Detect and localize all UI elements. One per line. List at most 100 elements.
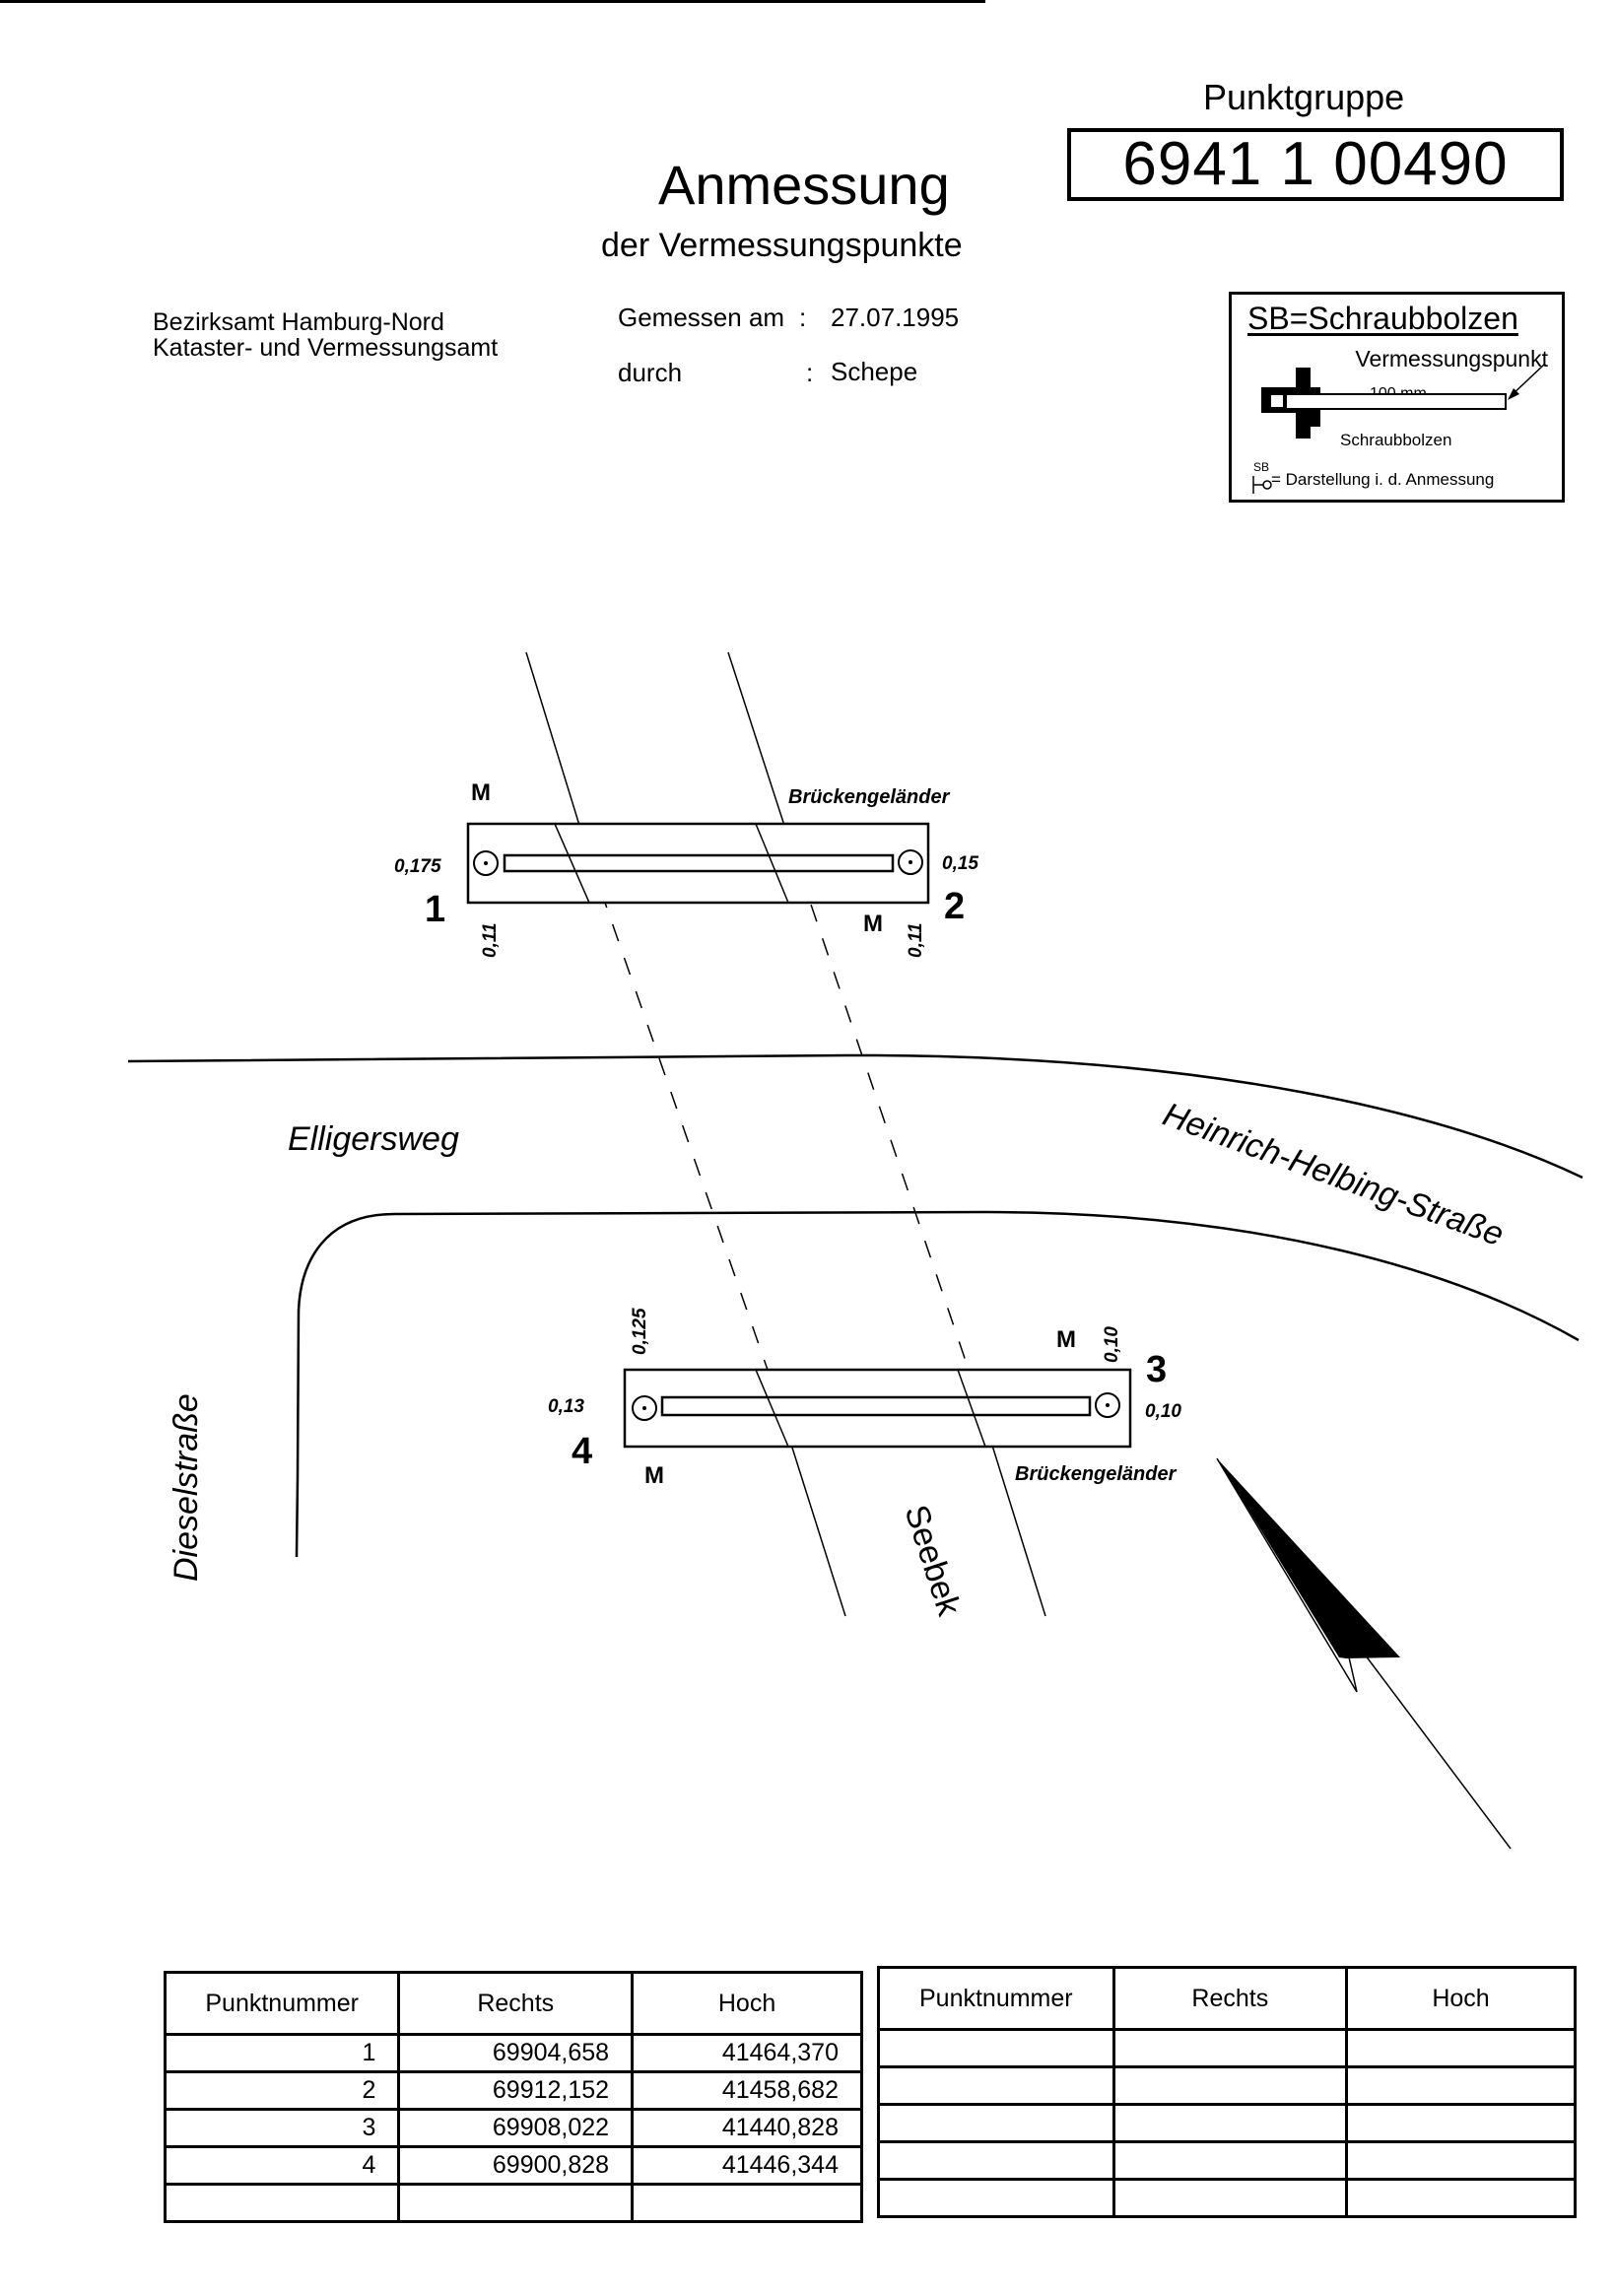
rechts-cell — [1111, 2140, 1349, 2181]
survey-point-2-icon — [898, 849, 923, 875]
column-header: Punktnummer — [877, 1966, 1115, 2031]
column-header: Rechts — [1111, 1966, 1349, 2031]
railing-line — [787, 837, 971, 1374]
hoch-cell: 41464,370 — [631, 2033, 863, 2073]
bridge-south — [623, 1368, 1132, 1449]
separator: : — [799, 303, 807, 332]
measured-on-label: Gemessen am — [618, 303, 785, 332]
hoch-cell — [631, 2183, 863, 2223]
point-number-cell: 4 — [163, 2145, 401, 2186]
stream-seebek: Seebek — [897, 1501, 968, 1621]
marker-m: M — [644, 1462, 664, 1489]
rechts-cell: 69912,152 — [397, 2070, 635, 2111]
point-number-cell — [877, 2140, 1115, 2181]
street-edge-elligersweg-north — [127, 1053, 1583, 1180]
page-title: Anmessung — [658, 154, 950, 216]
rechts-cell — [397, 2183, 635, 2223]
point-3-offset-above: 0,10 — [1102, 1326, 1122, 1363]
legend-point-label: Vermessungspunkt — [1355, 346, 1548, 371]
rechts-cell — [1111, 2103, 1349, 2143]
street-heinrich-helbing: Heinrich-Helbing-Straße — [1158, 1096, 1509, 1253]
table-row — [877, 2140, 1577, 2181]
point-3-offset: 0,10 — [1145, 1401, 1181, 1422]
hoch-cell: 41458,682 — [631, 2070, 863, 2111]
survey-point-1-icon — [473, 850, 499, 876]
table-row — [877, 2028, 1577, 2068]
table-row — [877, 2103, 1577, 2143]
hoch-cell — [1345, 2065, 1577, 2106]
marker-m: M — [863, 911, 883, 937]
point-number-cell — [877, 2065, 1115, 2106]
point-group-label: Punktgruppe — [1203, 77, 1405, 117]
scan-edge-line — [0, 0, 985, 3]
legend-box: SB=Schraubbolzen Vermessungspunkt 100 mm… — [1229, 292, 1565, 503]
point-1-offset: 0,175 — [394, 856, 441, 877]
rechts-cell — [1111, 2065, 1349, 2106]
separator: : — [806, 358, 814, 387]
marker-m: M — [1056, 1326, 1076, 1353]
street-elligersweg: Elligersweg — [288, 1120, 459, 1158]
point-1-number: 1 — [425, 889, 445, 930]
railing-label: Brückengeländer — [1015, 1463, 1178, 1485]
point-3-number: 3 — [1146, 1349, 1167, 1390]
point-number-cell — [877, 2028, 1115, 2068]
north-arrow-icon — [1216, 1457, 1512, 1850]
point-4-offset: 0,13 — [548, 1396, 584, 1417]
bolt-diagram-icon — [1252, 363, 1546, 494]
legend-title: SB=Schraubbolzen — [1247, 301, 1518, 336]
point-4-offset-above: 0,125 — [630, 1308, 650, 1355]
point-2-number: 2 — [944, 886, 965, 927]
survey-point-4-icon — [632, 1395, 657, 1421]
rechts-cell — [1111, 2178, 1349, 2218]
rechts-cell: 69908,022 — [397, 2108, 635, 2148]
page-subtitle: der Vermessungspunkte — [601, 227, 963, 264]
street-diesel: Dieselstraße — [168, 1393, 205, 1582]
hoch-cell — [1345, 2178, 1577, 2218]
table-row: 4 69900,828 41446,344 — [163, 2145, 863, 2186]
rechts-cell: 69900,828 — [397, 2145, 635, 2186]
rechts-cell — [1111, 2028, 1349, 2068]
point-number-cell — [877, 2178, 1115, 2218]
legend-symbol-description: = Darstellung i. d. Anmessung — [1271, 470, 1495, 489]
survey-point-3-icon — [1095, 1392, 1120, 1418]
table-row: 1 69904,658 41464,370 — [163, 2033, 863, 2073]
marker-m: M — [471, 779, 491, 806]
table-row — [877, 2178, 1577, 2218]
street-edge-elligersweg-south — [295, 1210, 1580, 1558]
measured-by-label: durch — [618, 358, 683, 387]
coordinates-table-left: Punktnummer Rechts Hoch 1 69904,658 4146… — [163, 1971, 863, 2223]
point-number-cell — [877, 2103, 1115, 2143]
table-row — [163, 2183, 863, 2223]
legend-bolt-label: Schraubbolzen — [1340, 431, 1452, 449]
column-header: Hoch — [631, 1971, 863, 2036]
table-row: 3 69908,022 41440,828 — [163, 2108, 863, 2148]
railing-line — [588, 856, 770, 1374]
point-2-offset-below: 0,11 — [906, 922, 926, 958]
point-2-offset: 0,15 — [942, 853, 978, 874]
hoch-cell — [1345, 2103, 1577, 2143]
hoch-cell: 41446,344 — [631, 2145, 863, 2186]
table-row: 2 69912,152 41458,682 — [163, 2070, 863, 2111]
point-number-cell: 1 — [163, 2033, 401, 2073]
coordinates-table-right: Punktnummer Rechts Hoch — [877, 1966, 1577, 2218]
table-header-row: Punktnummer Rechts Hoch — [163, 1971, 863, 2036]
point-1-offset-below: 0,11 — [480, 922, 501, 958]
point-group-number: 6941 1 00490 — [1067, 128, 1564, 201]
column-header: Rechts — [397, 1971, 635, 2036]
measured-by-value: Schepe — [831, 357, 918, 386]
office-department: Kataster- und Vermessungsamt — [153, 334, 499, 362]
column-header: Punktnummer — [163, 1971, 401, 2036]
table-header-row: Punktnummer Rechts Hoch — [877, 1966, 1577, 2031]
column-header: Hoch — [1345, 1966, 1577, 2031]
legend-symbol-abbrev: SB — [1253, 460, 1270, 474]
hoch-cell — [1345, 2028, 1577, 2068]
point-number-cell — [163, 2183, 401, 2223]
hoch-cell: 41440,828 — [631, 2108, 863, 2148]
point-number-cell: 2 — [163, 2070, 401, 2111]
table-row — [877, 2065, 1577, 2106]
bridge-north — [466, 822, 930, 905]
hoch-cell — [1345, 2140, 1577, 2181]
measured-on-value: 27.07.1995 — [831, 303, 960, 332]
point-4-number: 4 — [572, 1431, 592, 1472]
